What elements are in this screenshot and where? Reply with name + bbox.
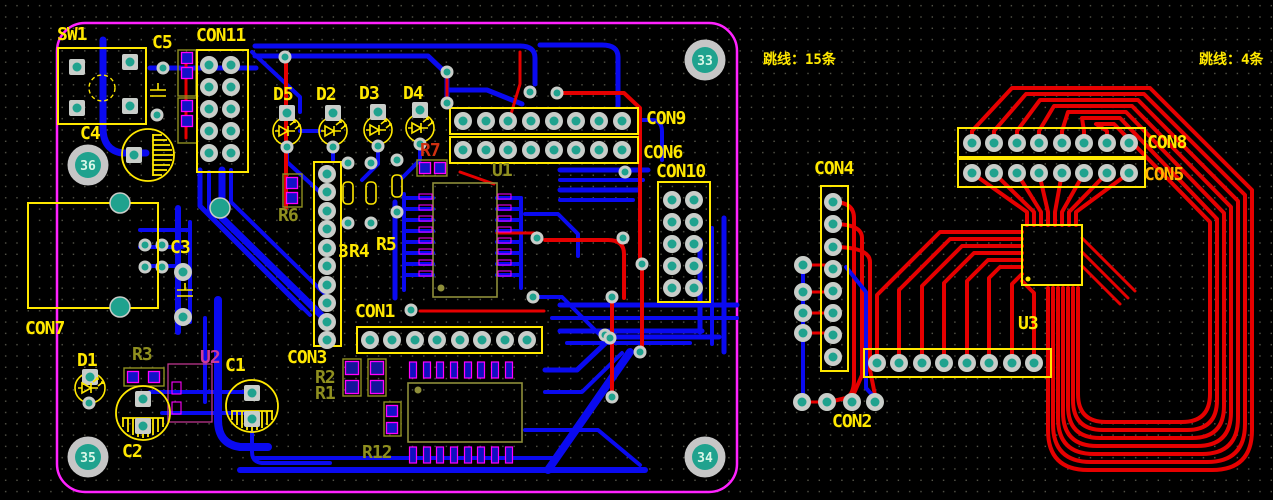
- component-d4[interactable]: [405, 102, 435, 151]
- label-u3: U3: [1018, 313, 1038, 334]
- component-d5[interactable]: [272, 105, 302, 154]
- mounting-hole-35[interactable]: 35: [67, 436, 109, 478]
- mounting-hole-36[interactable]: 36: [67, 144, 109, 186]
- label-d5: D5: [273, 84, 293, 105]
- via-large: [209, 197, 231, 219]
- hole-36-number: 36: [80, 159, 96, 174]
- c5-cap-symbol: [150, 83, 166, 97]
- mounting-hole-33[interactable]: 33: [684, 39, 726, 81]
- label-con7: CON7: [25, 318, 65, 339]
- label-d3: D3: [359, 83, 379, 104]
- component-d1[interactable]: [74, 369, 106, 410]
- right-traces-top-layer: [800, 86, 1254, 472]
- component-d3[interactable]: [363, 104, 393, 153]
- label-d4: D4: [403, 83, 424, 104]
- label-d2: D2: [316, 84, 336, 105]
- component-r7[interactable]: [416, 159, 448, 177]
- label-r5: R5: [376, 234, 396, 255]
- component-c2[interactable]: [115, 385, 171, 441]
- connector-con1[interactable]: [356, 326, 543, 354]
- connector-con3[interactable]: [313, 161, 342, 349]
- label-r7: R7: [420, 140, 440, 161]
- label-con4: CON4: [814, 158, 855, 179]
- soic-pin1-dot: [414, 386, 422, 394]
- label-con1: CON1: [355, 301, 395, 322]
- label-d1: D1: [77, 350, 97, 371]
- jumper-count-left-text: 跳线：15条: [763, 51, 837, 68]
- label-c4: C4: [80, 123, 101, 144]
- connector-con7[interactable]: [27, 192, 159, 318]
- component-u1[interactable]: [418, 182, 512, 298]
- right-board-labels: CON4 CON8 CON5 U3 CON2: [814, 132, 1188, 432]
- component-d2[interactable]: [318, 105, 348, 154]
- component-sw1[interactable]: [57, 47, 147, 125]
- label-con6: CON6: [643, 142, 683, 163]
- component-soic-ic[interactable]: [407, 361, 523, 464]
- connector-con10[interactable]: [657, 181, 711, 303]
- connector-con8[interactable]: [957, 127, 1146, 158]
- board-outline-left: [55, 21, 739, 494]
- mounting-hole-34[interactable]: 34: [684, 436, 726, 478]
- label-u1: U1: [492, 160, 512, 181]
- hole-35-number: 35: [80, 451, 96, 466]
- label-r6: R6: [278, 205, 298, 226]
- label-con8: CON8: [1147, 132, 1187, 153]
- u3-pin1-dot: [1025, 276, 1031, 282]
- connector-con6[interactable]: [449, 136, 639, 164]
- connector-con5[interactable]: [957, 158, 1146, 188]
- label-con10: CON10: [656, 161, 705, 182]
- jumper-annotations: 跳线：15条 跳线：4条: [763, 51, 1264, 68]
- label-r4: R4: [349, 241, 370, 262]
- hole-34-number: 34: [697, 451, 713, 466]
- component-c1[interactable]: [225, 379, 279, 433]
- label-c1: C1: [225, 355, 245, 376]
- label-r12: R12: [362, 442, 392, 463]
- component-r12[interactable]: [383, 401, 402, 437]
- label-sw1: SW1: [57, 24, 87, 45]
- component-c3[interactable]: [138, 238, 194, 327]
- component-r2-r1[interactable]: [342, 358, 387, 397]
- jumper-count-right-text: 跳线：4条: [1199, 51, 1264, 68]
- label-c3: C3: [170, 237, 190, 258]
- component-r6[interactable]: [282, 173, 303, 208]
- c3-cap-symbol: [177, 283, 193, 297]
- label-con3: CON3: [287, 347, 327, 368]
- label-r2: R2: [315, 367, 335, 388]
- label-con5: CON5: [1144, 164, 1184, 185]
- connector-con4[interactable]: [820, 185, 849, 372]
- connector-con9[interactable]: [449, 107, 639, 135]
- label-con9: CON9: [646, 108, 686, 129]
- hole-33-number: 33: [697, 54, 713, 69]
- u1-pin1-dot: [437, 284, 445, 292]
- sw1-button-outline: [88, 74, 116, 102]
- label-c2: C2: [122, 441, 142, 462]
- connector-con11[interactable]: [196, 49, 249, 173]
- label-r3: R3: [132, 344, 152, 365]
- component-c4[interactable]: [121, 128, 175, 182]
- left-board-labels: SW1 C5 CON11 D5 D2 D3 D4 CON9 CON6 CON10…: [25, 24, 706, 463]
- label-c5: C5: [152, 32, 172, 53]
- connector-con2[interactable]: [793, 256, 1052, 411]
- label-stray3: 3: [338, 241, 348, 262]
- left-board[interactable]: 36 33 35 34 SW1 C5 CON11 D5 D2 D3 D4 CON…: [25, 21, 740, 494]
- right-board[interactable]: CON4 CON8 CON5 U3 CON2: [793, 86, 1254, 472]
- label-r1: R1: [315, 383, 335, 404]
- component-u3[interactable]: [1021, 224, 1083, 286]
- component-u2[interactable]: [167, 363, 213, 423]
- label-u2: U2: [200, 347, 220, 368]
- label-con11: CON11: [196, 25, 245, 46]
- label-con2: CON2: [832, 411, 872, 432]
